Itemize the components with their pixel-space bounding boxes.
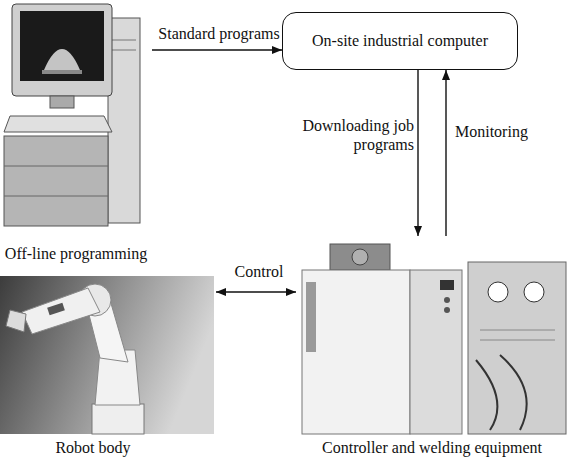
vent-line (480, 330, 555, 331)
robot-photo-background (0, 276, 214, 434)
screen-model (44, 49, 80, 70)
desk-drawer-line (4, 166, 108, 167)
monitor-stand (50, 96, 74, 108)
monitor-screen (20, 11, 104, 81)
edge-label: Downloading job programs (300, 116, 416, 154)
node-caption: Robot body (18, 438, 168, 457)
illustrated-node: Robot body (0, 272, 216, 460)
robot-arm-label (47, 303, 65, 316)
arrow-connector (152, 49, 282, 50)
cabinet-display (440, 280, 454, 290)
node-caption: Controller and welding equipment (296, 438, 568, 457)
robot-illustration (0, 276, 214, 434)
computer-tower (108, 18, 140, 223)
keyboard (4, 116, 112, 132)
drive-slot (112, 40, 136, 41)
drive-slot (112, 50, 136, 51)
cabinet-knob (444, 307, 450, 313)
edge-label: Standard programs (156, 24, 282, 43)
welding-cable (476, 355, 527, 430)
welding-dial (488, 282, 508, 302)
wire-feeder (330, 244, 390, 270)
monitor-frame (12, 4, 112, 96)
illustrated-node: Controller and welding equipment (296, 236, 568, 460)
robot-upper-arm (22, 288, 100, 334)
cabinet-side (410, 270, 462, 434)
controller-illustration (302, 244, 566, 434)
robot-base (92, 404, 144, 434)
edge-label: Control (222, 262, 296, 281)
illustrated-node: Off-line programming (0, 0, 152, 266)
arrow-connector (445, 70, 446, 236)
node-caption: Off-line programming (0, 244, 152, 263)
edge-label: Monitoring (453, 122, 549, 141)
desk-drawer-line (4, 196, 108, 197)
welding-dial (524, 282, 544, 302)
screen-model-base (42, 70, 82, 74)
arrow-connector (216, 291, 296, 292)
cabinet-knob (444, 297, 450, 303)
welding-machine (468, 262, 566, 434)
vent-line (480, 340, 555, 341)
arrow-connector (417, 70, 418, 236)
process-box: On-site industrial computer (282, 12, 518, 70)
controller-cabinet (302, 270, 410, 434)
teach-pendant-holder (306, 282, 316, 352)
node-label: On-site industrial computer (312, 31, 488, 50)
wire-spool (352, 249, 368, 265)
robot-wrist (6, 310, 26, 332)
computer-illustration (4, 4, 140, 226)
computer-desk (4, 136, 108, 226)
